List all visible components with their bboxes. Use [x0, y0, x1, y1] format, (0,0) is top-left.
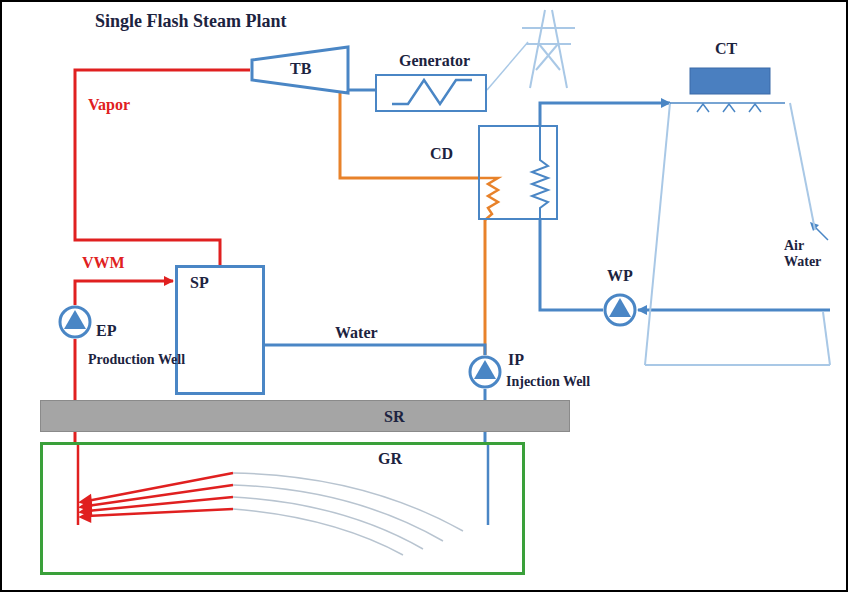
water-pump: WP: [603, 293, 637, 327]
condenser-water-coil: [532, 125, 548, 220]
extraction-pump: EP: [58, 305, 92, 339]
reservoir-box-shape-part-part: [233, 497, 423, 549]
node-label: IP: [508, 351, 524, 369]
diagram-title: Single Flash Steam Plant: [95, 11, 287, 32]
injection-pump: IP: [468, 355, 502, 389]
pipe-connector: [484, 220, 487, 355]
water-pump-shape-part: [605, 295, 635, 325]
power-pylon-part: [522, 27, 575, 29]
cooling-tower-shape-part: [645, 103, 830, 365]
pipe-connector: [75, 70, 250, 265]
turbine: TB: [250, 45, 350, 95]
cooling-tower-shape-part-part: [749, 104, 761, 112]
reservoir-box-shape-part: [78, 445, 233, 525]
water-pump-shape-part: [609, 298, 631, 317]
injection-pump-shape: [468, 355, 502, 389]
cooling-tower-shape: [645, 40, 830, 370]
cooling-tower-shape-part-part: [790, 103, 815, 230]
generator-box: Generator: [375, 74, 487, 112]
extraction-pump-shape-part: [64, 310, 86, 329]
power-pylon-part: [536, 44, 558, 70]
node-label: GR: [378, 450, 402, 468]
generator-wave: [392, 80, 472, 104]
pipe-label: VWM: [82, 254, 125, 272]
node-label: WP: [607, 267, 633, 285]
water-pump-shape: [603, 293, 637, 327]
node-label: CT: [715, 40, 737, 58]
extraction-pump-shape: [58, 305, 92, 339]
cooling-tower-shape-part-part: [645, 364, 830, 366]
plant-label: Water: [784, 254, 821, 270]
cooling-tower-shape-part-part: [823, 312, 830, 365]
injection-pump-shape-part: [474, 360, 496, 379]
plant-label: Air: [784, 238, 804, 254]
reservoir-box-shape: [43, 445, 522, 572]
plant-label: Production Well: [88, 352, 185, 368]
node-label: SR: [384, 408, 404, 426]
power-pylon-part: [539, 44, 560, 70]
power-line: [487, 42, 528, 90]
condenser-box: CD: [478, 125, 558, 220]
cooling-tower-shape-part-part: [645, 103, 670, 365]
power-pylon: [522, 10, 575, 88]
condenser-steam-coil: [478, 178, 498, 220]
cooling-tower: CT: [645, 40, 830, 370]
pipe-connector: [265, 345, 485, 355]
air-arrow-shaft: [814, 226, 828, 240]
pipe-connector: [75, 281, 173, 305]
reservoir-box: GR: [40, 442, 525, 575]
node-label: EP: [96, 322, 116, 340]
reservoir-box-shape-part: [233, 473, 463, 555]
reservoir-box-shape-part-part: [87, 509, 233, 516]
reservoir-box-shape-part-part: [233, 509, 403, 555]
cooling-tower-shape-part-part: [670, 102, 785, 104]
reservoir-box-shape-part-part: [77, 445, 80, 525]
node-label: Generator: [399, 52, 470, 70]
reservoir-box-shape-part: [487, 445, 490, 525]
reservoir-box-shape-part-part: [81, 512, 90, 521]
rock-band: SR: [40, 400, 570, 432]
pipe-connector: [638, 309, 830, 312]
node-label: TB: [290, 60, 311, 78]
node-label: CD: [430, 145, 453, 163]
extraction-pump-shape-part: [60, 307, 90, 337]
pipe-connector: [540, 103, 670, 125]
node-label: SP: [190, 274, 209, 292]
cooling-tower-shape-part: [690, 68, 770, 94]
cooling-tower-shape-part-part: [697, 104, 709, 112]
injection-pump-shape-part: [470, 357, 500, 387]
power-pylon-part: [526, 43, 571, 45]
plant-label: Injection Well: [506, 374, 590, 390]
pipe-connector: [340, 92, 478, 178]
pipe-label: Water: [335, 324, 378, 342]
cooling-tower-shape-part: [670, 103, 785, 112]
cooling-tower-shape-part-part: [723, 104, 735, 112]
separator-box: SP: [175, 265, 265, 395]
pipe-connector: [540, 220, 603, 310]
pipe-connector: [348, 89, 375, 92]
turbine-shape-part: [252, 47, 348, 93]
pipe-label: Vapor: [88, 96, 130, 114]
